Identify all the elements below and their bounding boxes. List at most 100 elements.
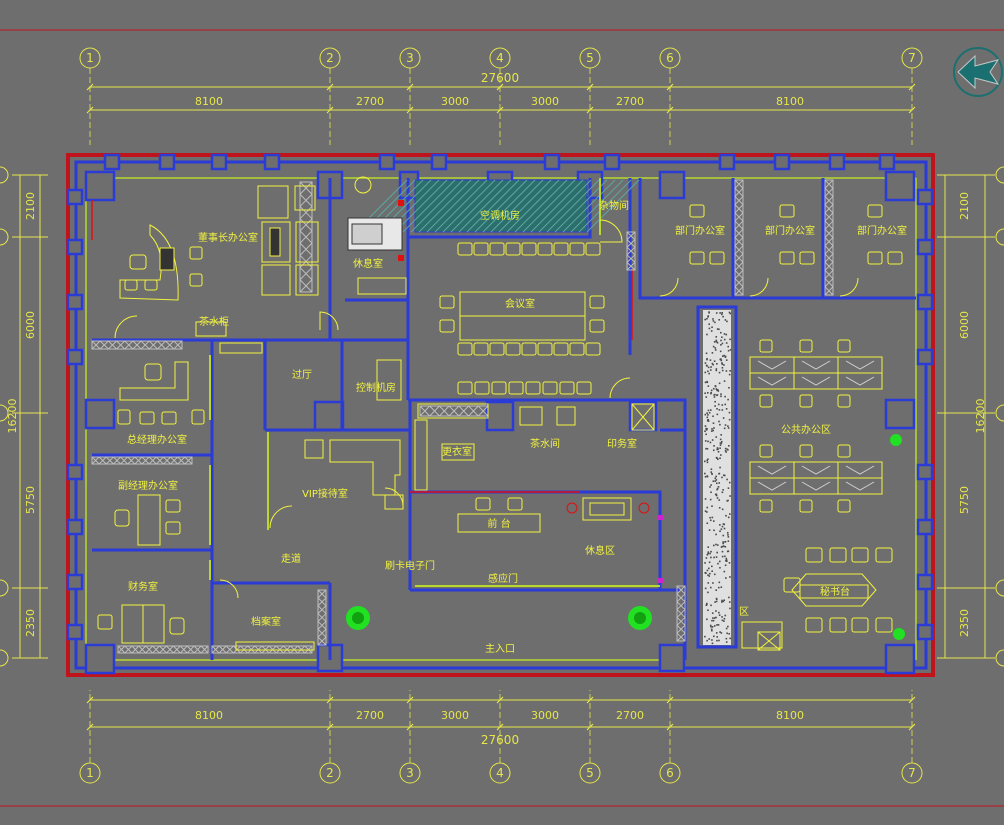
column: [884, 398, 916, 430]
column: [543, 153, 561, 171]
axis-bubble-right: [995, 649, 1004, 667]
column: [916, 463, 934, 481]
column: [66, 518, 84, 536]
column: [313, 400, 345, 432]
room-control: 控制机房: [356, 381, 396, 394]
column: [66, 463, 84, 481]
dim-right-1: 2100: [958, 192, 971, 220]
plant-icon-right: [628, 606, 652, 630]
room-reception: 前 台: [487, 517, 510, 530]
room-chairman-office: 董事长办公室: [198, 231, 258, 244]
room-rest-room: 休息室: [353, 257, 383, 270]
axis-label-3: 3: [406, 766, 414, 780]
column: [66, 293, 84, 311]
column: [916, 518, 934, 536]
dim-top-4: 3000: [531, 95, 559, 108]
door-markers: [398, 200, 663, 583]
dim-top-5: 2700: [616, 95, 644, 108]
room-card-door: 刷卡电子门: [385, 559, 435, 572]
column: [66, 573, 84, 591]
column: [916, 348, 934, 366]
column: [828, 153, 846, 171]
room-secretary-desk: 秘书台: [820, 585, 850, 598]
room-pantry: 茶水间: [530, 437, 560, 450]
plant-icon-small-1: [890, 434, 902, 446]
axis-label-6: 6: [666, 51, 674, 65]
dim-right-2: 6000: [958, 311, 971, 339]
dim-left-2: 6000: [24, 311, 37, 339]
column: [658, 170, 686, 200]
dim-right-total: 16200: [974, 399, 987, 434]
column: [916, 293, 934, 311]
axis-label-4: 4: [496, 51, 504, 65]
column: [916, 573, 934, 591]
column: [884, 170, 916, 202]
room-gm-office: 总经理办公室: [127, 433, 187, 446]
room-dept-office-1: 部门办公室: [675, 224, 725, 237]
column: [66, 348, 84, 366]
column: [485, 400, 515, 432]
dim-bottom-4: 3000: [531, 709, 559, 722]
room-lounge: 休息区: [585, 544, 615, 557]
room-vip: VIP接待室: [302, 487, 348, 500]
dim-bottom-6: 8100: [776, 709, 804, 722]
column: [378, 153, 396, 171]
room-dept-office-2: 部门办公室: [765, 224, 815, 237]
column: [103, 153, 121, 171]
axis-label-7: 7: [908, 766, 916, 780]
dim-left-total: 16200: [6, 399, 19, 434]
column: [66, 238, 84, 256]
column: [884, 643, 916, 675]
furniture: [97, 176, 877, 651]
room-vice-gm-office: 副经理办公室: [118, 479, 178, 492]
column: [430, 153, 448, 171]
dim-bottom-5: 2700: [616, 709, 644, 722]
dim-top-2: 2700: [356, 95, 384, 108]
dimension-lines: [12, 86, 995, 728]
room-finance: 财务室: [128, 580, 158, 593]
axis-label-2: 2: [326, 51, 334, 65]
outer-wall: [66, 153, 935, 677]
dim-total-bottom: 27600: [481, 733, 519, 747]
room-meeting-room: 会议室: [505, 297, 535, 310]
axis-bubble-right: [995, 579, 1004, 597]
dim-bottom-3: 3000: [441, 709, 469, 722]
axis-bubble-left: [0, 649, 9, 667]
room-changing: 更衣室: [442, 445, 472, 458]
room-walkway: 走道: [281, 552, 301, 565]
room-public-office: 公共办公区: [781, 423, 831, 436]
axis-bubble-left: [0, 166, 9, 184]
axis-label-5: 5: [586, 51, 594, 65]
axis-bubble-right: [995, 228, 1004, 246]
axis-bubble-left: [0, 579, 9, 597]
column: [263, 153, 281, 171]
axis-label-6: 6: [666, 766, 674, 780]
column: [916, 238, 934, 256]
compass-icon: [953, 47, 1003, 97]
axis-bubble-right: [995, 166, 1004, 184]
partition-braces: [91, 179, 834, 654]
door-swings: [114, 219, 859, 599]
plant-icon-small-2: [893, 628, 905, 640]
dim-left-3: 5750: [24, 486, 37, 514]
room-dept-office-3: 部门办公室: [857, 224, 907, 237]
axis-label-1: 1: [86, 766, 94, 780]
axis-bubble-right: [995, 404, 1004, 422]
room-ac-room: 空调机房: [480, 209, 520, 222]
room-archive: 档案室: [251, 615, 281, 628]
column: [66, 188, 84, 206]
column: [66, 623, 84, 641]
column: [84, 643, 116, 675]
dim-bottom-1: 8100: [195, 709, 223, 722]
column: [773, 153, 791, 171]
axis-label-2: 2: [326, 766, 334, 780]
room-sensor-door: 感应门: [488, 572, 518, 585]
dim-top-1: 8100: [195, 95, 223, 108]
room-storage: 杂物间: [599, 199, 629, 212]
axis-bubble-left: [0, 404, 9, 422]
axis-label-1: 1: [86, 51, 94, 65]
axis-bubble-left: [0, 228, 9, 246]
